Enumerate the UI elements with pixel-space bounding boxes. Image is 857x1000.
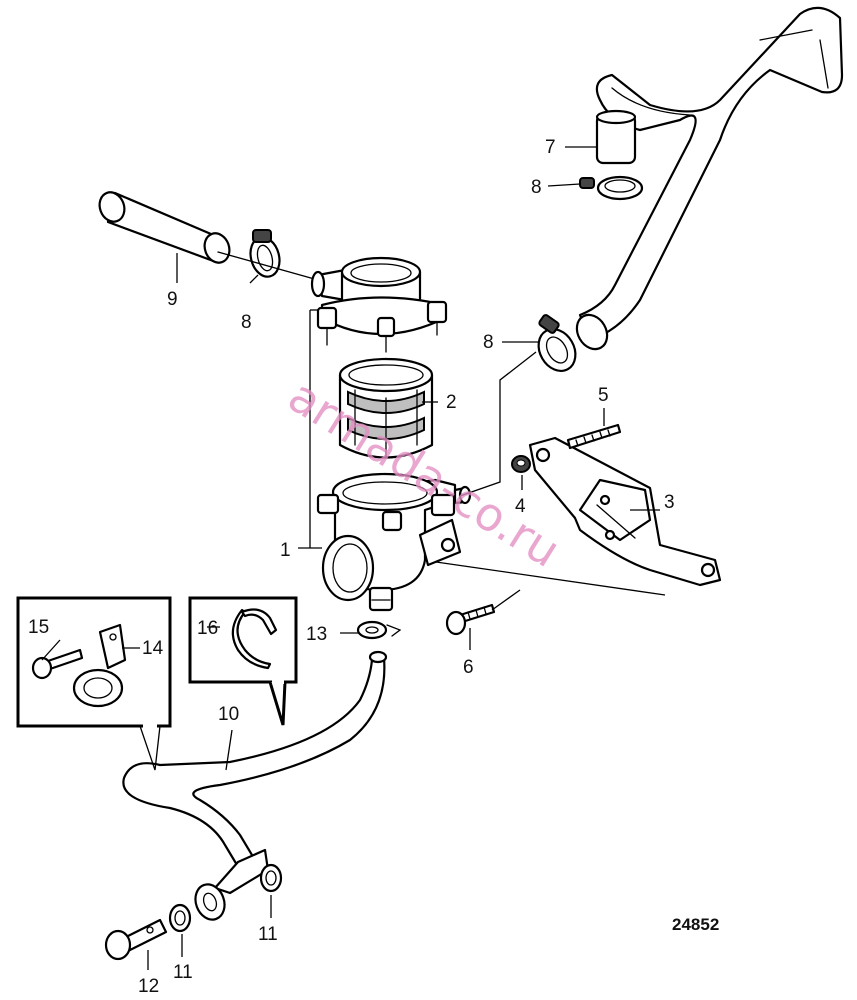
filter-element bbox=[338, 357, 434, 459]
sealing-washer-right bbox=[259, 863, 283, 893]
hose-clamp-top bbox=[579, 175, 644, 201]
inset-cable-tie bbox=[188, 596, 298, 726]
callout-2: 2 bbox=[446, 392, 457, 413]
callout-6: 6 bbox=[463, 657, 474, 678]
callout-10: 10 bbox=[218, 704, 239, 725]
banjo-fitting bbox=[194, 883, 226, 921]
callouts: 7 8 8 9 8 2 5 4 3 1 6 13 10 15 14 16 11 … bbox=[28, 137, 719, 997]
hose-clamp-middle bbox=[537, 313, 609, 372]
stud bbox=[566, 423, 622, 450]
leader-lines bbox=[41, 146, 660, 970]
filter-cover bbox=[310, 256, 448, 353]
sealing-washer-left bbox=[168, 903, 192, 933]
inset-clip-assembly bbox=[16, 596, 172, 771]
pipe-clip bbox=[72, 623, 127, 708]
callout-4: 4 bbox=[515, 496, 526, 517]
callout-8-left: 8 bbox=[241, 312, 252, 333]
clip-bolt bbox=[31, 648, 84, 680]
figure-number: 24852 bbox=[672, 915, 719, 934]
callout-8-middle: 8 bbox=[483, 332, 494, 353]
callout-12: 12 bbox=[138, 976, 159, 997]
callout-8-top: 8 bbox=[531, 177, 542, 198]
callout-11-left: 11 bbox=[173, 962, 193, 983]
callout-16: 16 bbox=[197, 618, 218, 639]
callout-5: 5 bbox=[598, 385, 609, 406]
callout-3: 3 bbox=[664, 492, 675, 513]
banjo-bolt bbox=[104, 918, 168, 961]
callout-7: 7 bbox=[545, 137, 556, 158]
callout-11-right: 11 bbox=[258, 924, 278, 945]
callout-13: 13 bbox=[306, 624, 327, 645]
callout-14: 14 bbox=[142, 638, 164, 659]
callout-1: 1 bbox=[280, 540, 291, 561]
short-hose bbox=[98, 191, 231, 264]
callout-9: 9 bbox=[167, 289, 178, 310]
bracket bbox=[528, 436, 722, 587]
hose-clamp-left bbox=[249, 229, 281, 278]
nut bbox=[511, 455, 531, 473]
filter-housing bbox=[316, 472, 472, 612]
drain-hose bbox=[122, 650, 388, 895]
washer bbox=[356, 620, 402, 640]
callout-15: 15 bbox=[28, 617, 49, 638]
screw bbox=[445, 603, 496, 636]
upper-hose bbox=[578, 6, 844, 342]
